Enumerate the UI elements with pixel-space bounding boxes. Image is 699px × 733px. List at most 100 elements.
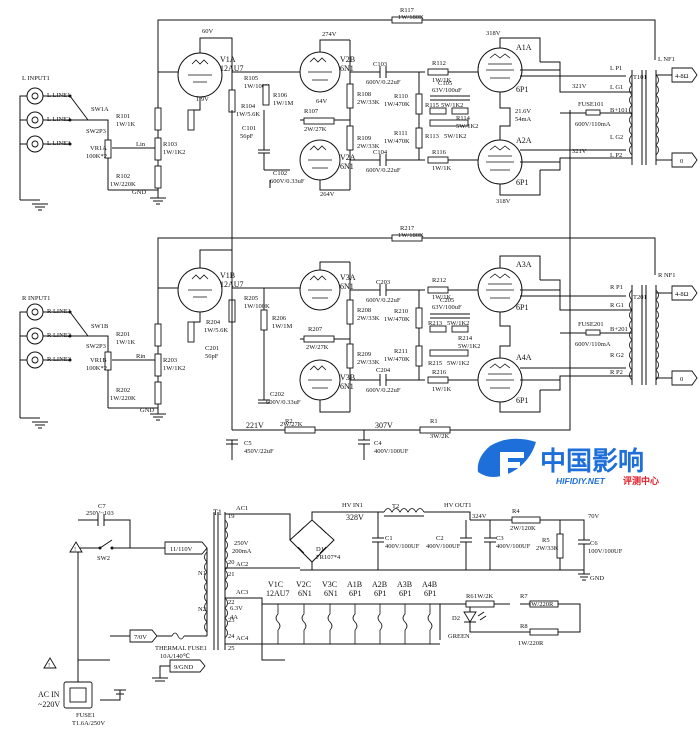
left-bias: 21.6V: [515, 108, 531, 115]
left-r107v: 2W/27K: [304, 126, 327, 133]
left-v2a: V2A: [340, 153, 356, 162]
rail-r1v: 3W/2K: [430, 433, 449, 440]
right-vr-val: 100K*2: [86, 365, 107, 372]
right-v1: V1B: [220, 271, 235, 280]
right-out0: 0: [680, 376, 683, 383]
pin-19: 19: [228, 513, 235, 520]
v250: 250V: [234, 540, 249, 547]
right-v3b: V3B: [340, 373, 355, 382]
rail-r2v: 2W/27K: [280, 421, 303, 428]
right-a3a: A3A: [516, 260, 532, 269]
heater-v1c-type: 12AU7: [266, 589, 290, 598]
right-c202: C202: [270, 391, 284, 398]
left-input-label: L INPUT1: [22, 75, 50, 82]
right-v3a: V3A: [340, 273, 356, 282]
right-r215: R215: [428, 360, 442, 367]
left-r110: R110: [394, 93, 408, 100]
c3: C3: [496, 535, 504, 542]
left-r107: R107: [304, 108, 319, 115]
right-r214: R214: [458, 335, 473, 342]
right-r213: R213: [428, 320, 442, 327]
ac1: AC1: [236, 505, 248, 512]
heater-a4b: A4B: [422, 580, 437, 589]
right-r202: R202: [116, 387, 130, 394]
heater-a3b: A3B: [397, 580, 412, 589]
right-c202v: 600V/0.33uF: [266, 399, 301, 406]
left-a2a: A2A: [516, 136, 532, 145]
right-c201: C201: [205, 345, 219, 352]
heater-v3c-type: 6N1: [324, 589, 338, 598]
left-r117: R117: [400, 7, 415, 14]
hifidiy-logo: 中国影响 HIFIDIY.NET 评测中心: [477, 438, 659, 487]
left-r111v: 1W/470K: [384, 138, 410, 145]
ac4: AC4: [236, 635, 249, 642]
left-v2bvolt: 274V: [322, 31, 337, 38]
left-input-jacks: L INPUT1 L LINE1 L LINE2 L LINE3: [19, 75, 70, 211]
left-v1: V1A: [220, 55, 236, 64]
fuse1: FUSE1: [76, 712, 95, 719]
r5v: 2W/33K: [536, 545, 559, 552]
heater-v2c: V2C: [296, 580, 311, 589]
right-b: B+201: [610, 326, 628, 333]
rail-r2: R2: [285, 418, 293, 425]
right-a4a: A4A: [516, 353, 532, 362]
right-r208: R208: [357, 307, 371, 314]
logo-url: HIFIDIY.NET: [556, 476, 606, 486]
ac-tap: 7/0V: [134, 634, 147, 641]
r8: R8: [520, 623, 528, 630]
left-r116v: 1W/1K: [432, 165, 451, 172]
pin-21: 21: [228, 571, 235, 578]
left-out8: 4-8Ω: [675, 73, 689, 80]
left-r102v: 1W/220K: [110, 181, 136, 188]
right-r210: R210: [394, 308, 408, 315]
left-v2b: V2B: [340, 55, 355, 64]
right-r209v: 2W/33K: [357, 359, 380, 366]
right-p1: R P1: [610, 284, 623, 291]
right-v3at: 6N1: [340, 282, 354, 291]
thermal-v: 10A/140℃: [160, 653, 191, 660]
c6: C6: [590, 540, 598, 547]
acin: AC IN: [38, 690, 60, 699]
left-vr: VR1A: [90, 145, 107, 152]
right-sw1: SW1B: [91, 323, 109, 330]
rail-c5: C5: [244, 440, 252, 447]
right-input-label: R INPUT1: [22, 295, 50, 302]
d2v: GREEN: [448, 633, 470, 640]
right-r202v: 1W/220K: [110, 395, 136, 402]
c2v: 400V/100UF: [426, 543, 461, 550]
left-r116: R116: [432, 149, 447, 156]
right-r217: R217: [400, 225, 415, 232]
r8v: 1W/220R: [518, 640, 544, 647]
left-c103: C103: [373, 61, 387, 68]
left-r103v: 1W/1K2: [163, 149, 185, 156]
left-r106v: 1W/1M: [273, 100, 293, 107]
right-r205: R205: [244, 295, 258, 302]
right-r207: R207: [308, 326, 323, 333]
left-c105v: 63V/100uF: [432, 87, 462, 94]
left-gnd: GND: [132, 189, 146, 196]
c7: C7: [98, 503, 106, 510]
c7v: 250V~103: [86, 510, 114, 517]
right-out8: 4-8Ω: [675, 291, 689, 298]
left-g2: L G2: [610, 134, 623, 141]
warn-icon-a: !: [48, 662, 50, 669]
right-sw2: SW2P3: [86, 343, 106, 350]
left-r108v: 2W/33K: [357, 99, 380, 106]
right-c203: C203: [376, 279, 390, 286]
left-c102v: 600V/0.33uF: [270, 178, 305, 185]
right-channel: R INPUT1 R LINE1 R LINE2 R LINE3 SW1B SW…: [19, 225, 698, 429]
d1: D1: [316, 546, 324, 553]
right-r211: R211: [394, 348, 408, 355]
ac-select: 11/110V: [170, 546, 193, 553]
r6: R6: [466, 593, 474, 600]
right-r207v: 2W/27K: [306, 344, 329, 351]
pin-24: 24: [228, 633, 235, 640]
c1: C1: [385, 535, 393, 542]
sw2: SW2: [97, 555, 110, 562]
right-r204: R204: [206, 319, 221, 326]
right-r211v: 1W/470K: [384, 356, 410, 363]
right-r215v: 5W/1K2: [447, 360, 469, 367]
pin-22: 22: [228, 599, 235, 606]
left-v2avolt: 264V: [320, 191, 335, 198]
right-c205: C205: [440, 297, 454, 304]
